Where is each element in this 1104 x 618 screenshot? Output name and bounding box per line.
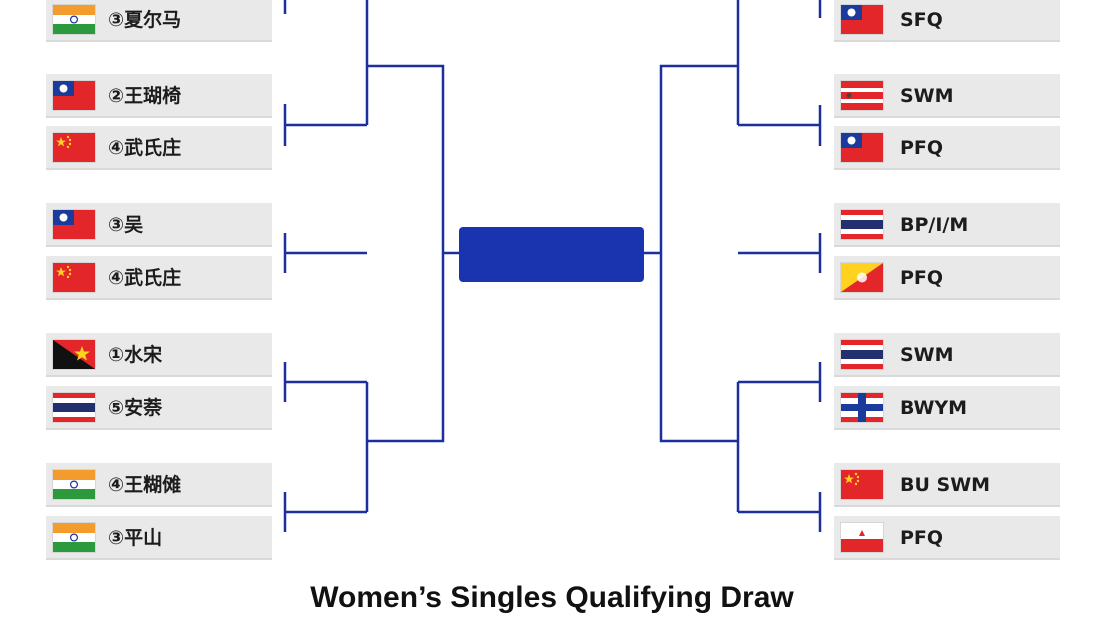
- right-entry-2: SWM: [834, 74, 1060, 118]
- player-label: PFQ: [900, 267, 944, 289]
- right-entry-9: PFQ: [834, 516, 1060, 560]
- player-label: ③夏尔马: [108, 9, 182, 31]
- draw-title: Women’s Singles Qualifying Draw: [310, 581, 794, 614]
- thailand-flag-icon: [841, 340, 883, 369]
- player-label: PFQ: [900, 527, 944, 549]
- player-label: ③平山: [108, 527, 163, 549]
- left-entry-7: ⑤安萘: [46, 386, 272, 430]
- right-entry-5: PFQ: [834, 256, 1060, 300]
- player-label: ④王糊傩: [108, 474, 182, 496]
- player-label: ④武氏庄: [108, 137, 182, 159]
- india-flag-icon: [53, 5, 95, 34]
- player-label: BP/I/M: [900, 214, 969, 236]
- cross-blue-flag-icon: [841, 393, 883, 422]
- player-label: ①水宋: [108, 344, 163, 366]
- player-label: ④武氏庄: [108, 267, 182, 289]
- india-flag-icon: [53, 470, 95, 499]
- final-slot: [459, 227, 644, 282]
- left-entry-3: ④武氏庄: [46, 126, 272, 170]
- papua-flag-icon: [53, 340, 95, 369]
- left-entry-2: ②王瑚椅: [46, 74, 272, 118]
- redwhite-flag-icon: [841, 523, 883, 552]
- player-label: BU SWM: [900, 474, 991, 496]
- left-entry-1: ③夏尔马: [46, 0, 272, 42]
- player-label: SWM: [900, 85, 954, 107]
- right-entry-3: PFQ: [834, 126, 1060, 170]
- player-label: ⑤安萘: [108, 397, 163, 419]
- china-flag-icon: [53, 263, 95, 292]
- left-entry-9: ③平山: [46, 516, 272, 560]
- right-entry-1: SFQ: [834, 0, 1060, 42]
- right-entry-8: BU SWM: [834, 463, 1060, 507]
- left-entry-4: ③吴: [46, 203, 272, 247]
- thailand-flag-icon: [53, 393, 95, 422]
- right-entry-7: BWYM: [834, 386, 1060, 430]
- player-label: SWM: [900, 344, 954, 366]
- taiwan-flag-icon: [841, 133, 883, 162]
- taiwan-flag-icon: [53, 81, 95, 110]
- left-entry-6: ①水宋: [46, 333, 272, 377]
- player-label: ②王瑚椅: [108, 85, 182, 107]
- player-label: PFQ: [900, 137, 944, 159]
- left-entry-8: ④王糊傩: [46, 463, 272, 507]
- player-label: BWYM: [900, 397, 968, 419]
- india-flag-icon: [53, 523, 95, 552]
- taiwan-flag-icon: [841, 5, 883, 34]
- right-entry-4: BP/I/M: [834, 203, 1060, 247]
- thailand-flag-icon: [841, 210, 883, 239]
- right-entry-6: SWM: [834, 333, 1060, 377]
- china-flag-icon: [841, 470, 883, 499]
- bhutan-flag-icon: [841, 263, 883, 292]
- left-entry-5: ④武氏庄: [46, 256, 272, 300]
- striped-red-flag-icon: [841, 81, 883, 110]
- taiwan-flag-icon: [53, 210, 95, 239]
- player-label: SFQ: [900, 9, 943, 31]
- player-label: ③吴: [108, 214, 144, 236]
- china-flag-icon: [53, 133, 95, 162]
